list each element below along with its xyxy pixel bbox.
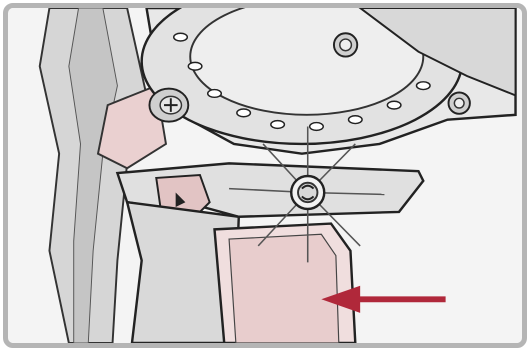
- screw-icon: [449, 92, 470, 113]
- illustration-border: [3, 3, 527, 348]
- pink-handle-inner: [229, 234, 339, 343]
- screw-icon: [149, 89, 188, 122]
- center-screw-icon: [291, 176, 324, 209]
- screw-icon: [334, 33, 357, 56]
- tool-illustration: [8, 8, 522, 343]
